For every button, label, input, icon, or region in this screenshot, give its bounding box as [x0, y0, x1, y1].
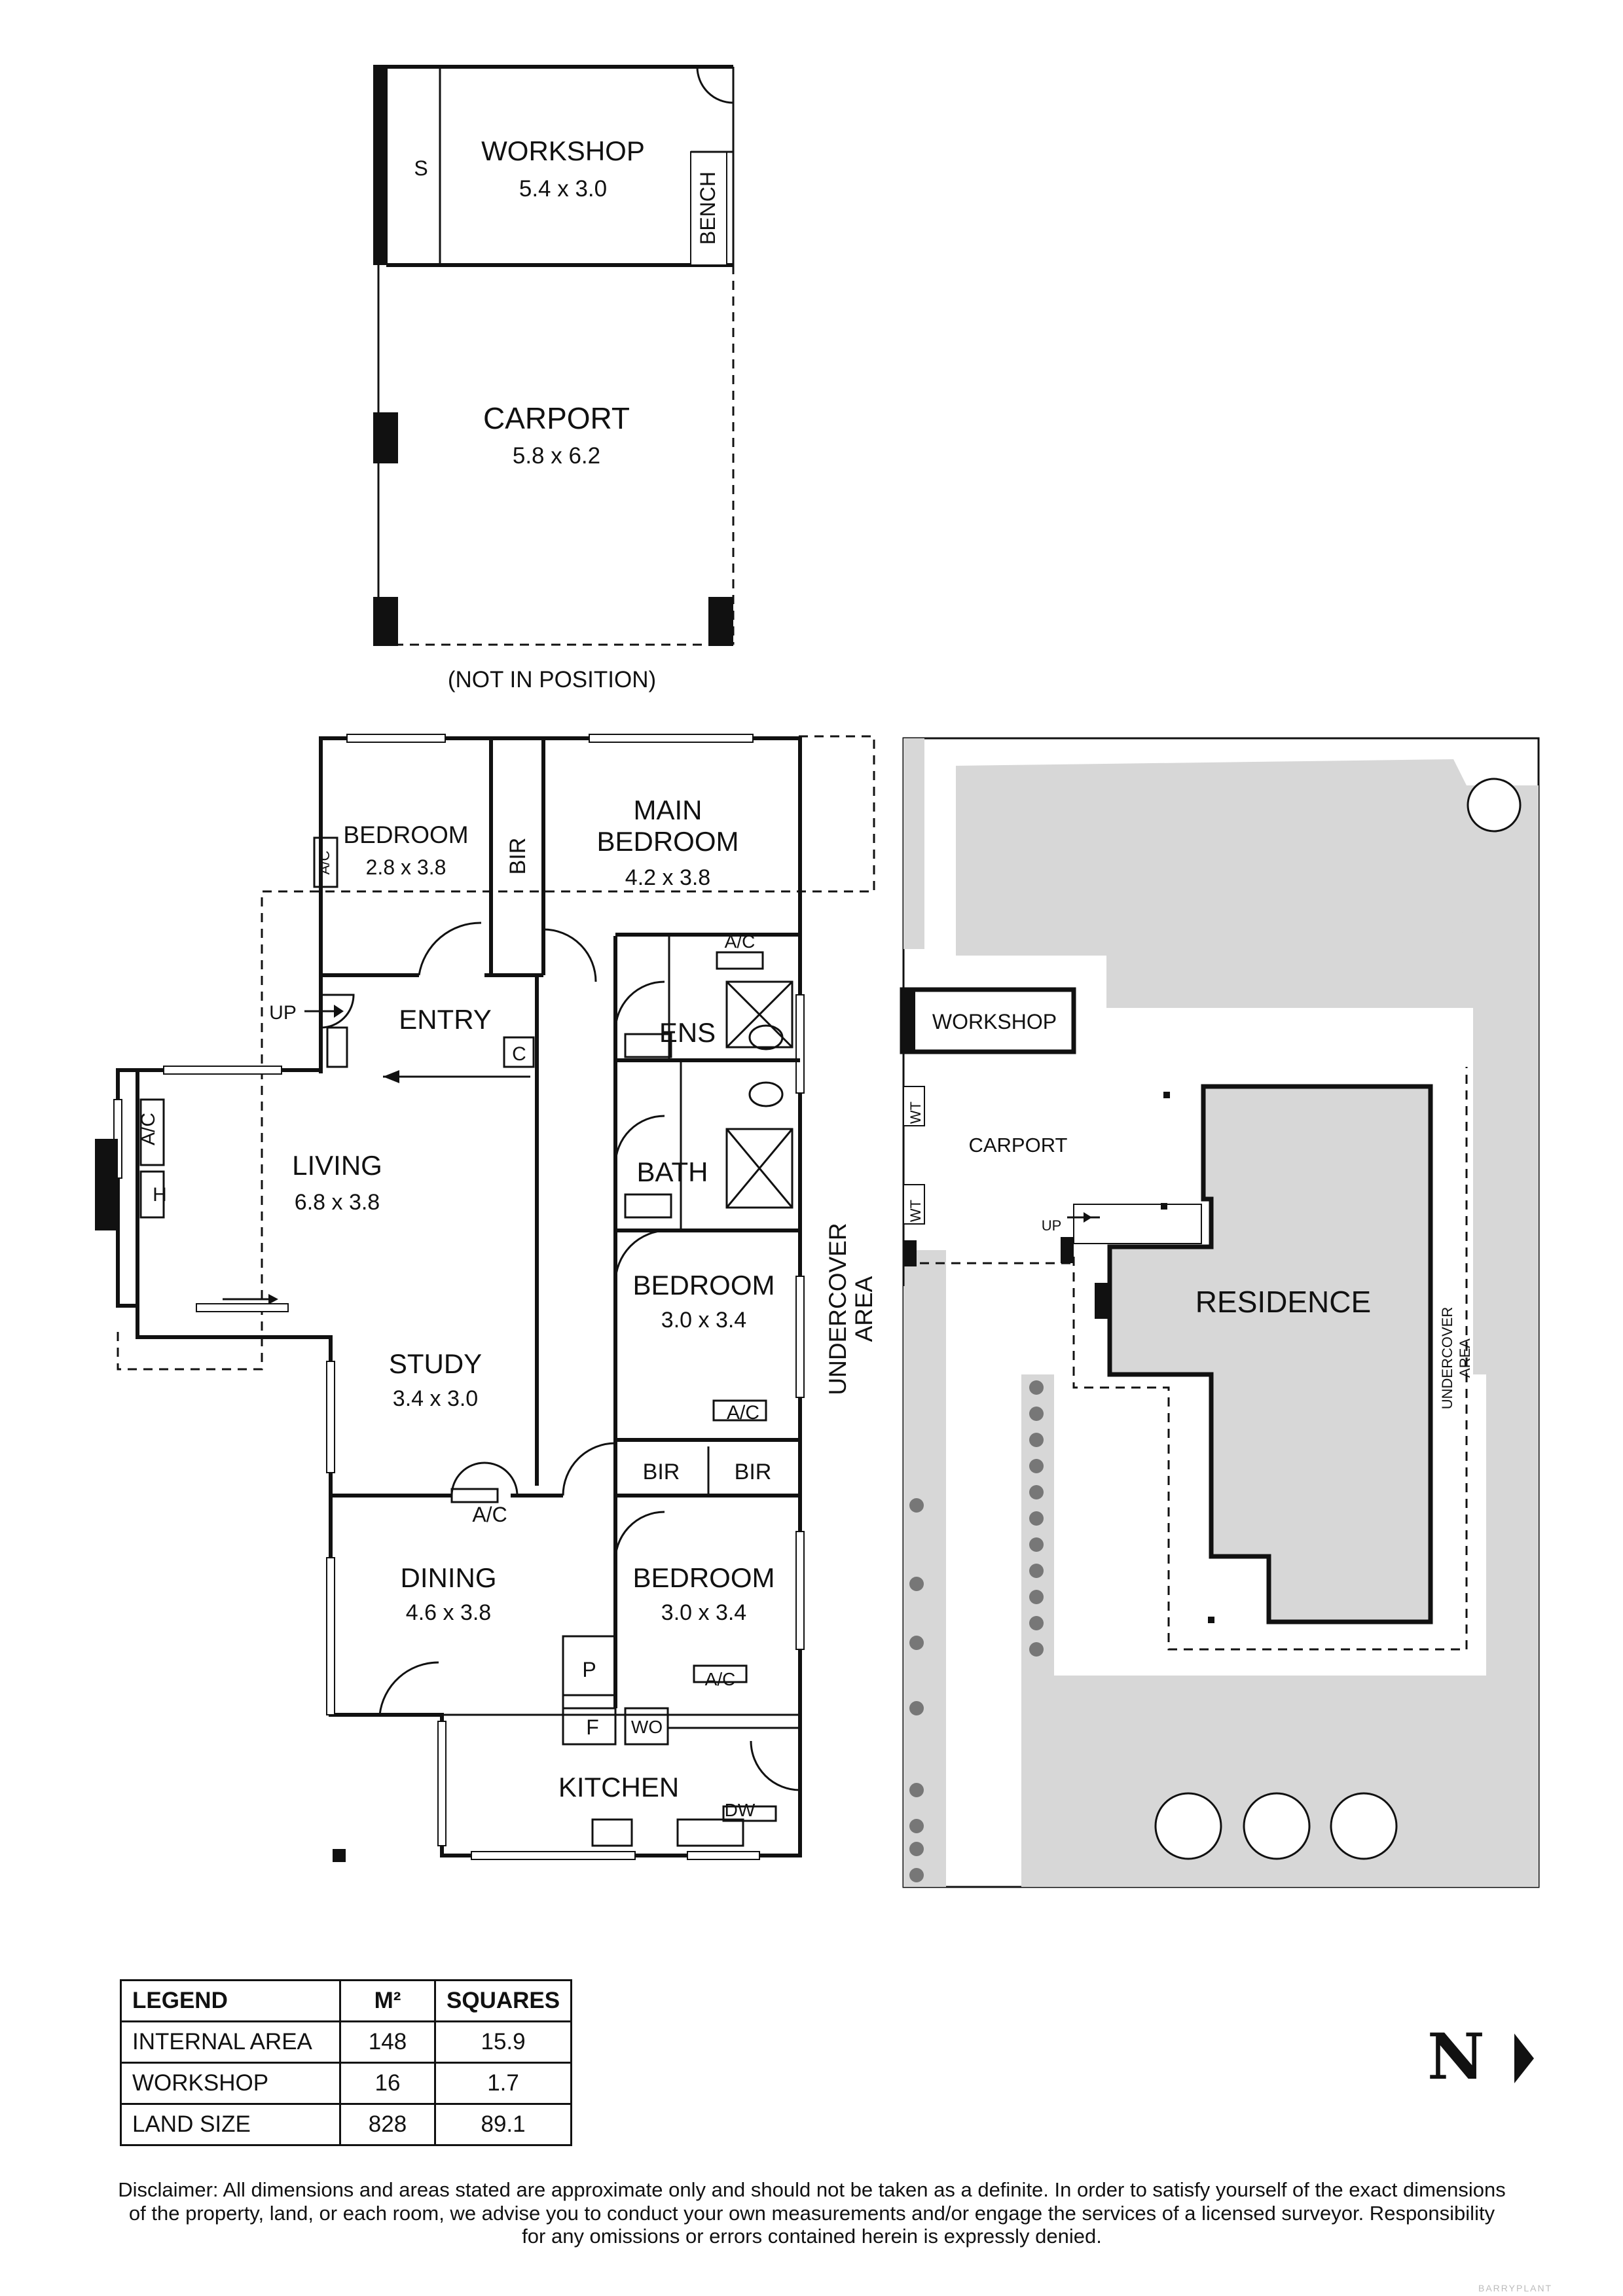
legend-row-squares: 89.1: [433, 2103, 573, 2146]
site-undercover-line2: AREA: [1457, 1338, 1473, 1378]
bedroom-nw-name: BEDROOM: [343, 821, 468, 848]
site-up-label: UP: [1042, 1217, 1062, 1234]
entry-up-label: UP: [269, 1002, 297, 1024]
legend-row-m2: 828: [339, 2103, 436, 2146]
storage-label: S: [414, 156, 428, 180]
legend-row-label: WORKSHOP: [120, 2062, 341, 2105]
wo-label: WO: [631, 1717, 663, 1737]
legend-row-m2: 148: [339, 2020, 436, 2064]
dining-dims: 4.6 x 3.8: [406, 1600, 491, 1625]
ac-living: A/C: [137, 1113, 159, 1145]
main-bedroom-dims: 4.2 x 3.8: [625, 865, 710, 890]
legend-table: LEGEND M² SQUARES INTERNAL AREA 148 15.9…: [120, 1979, 573, 2146]
legend-row-label: INTERNAL AREA: [120, 2020, 341, 2064]
bedroom-nw-dims: 2.8 x 3.8: [366, 855, 447, 879]
legend-row-label: LAND SIZE: [120, 2103, 341, 2146]
site-wt-2: WT: [907, 1200, 924, 1222]
living-dims: 6.8 x 3.8: [295, 1190, 380, 1215]
dining-name: DINING: [401, 1562, 497, 1593]
bir-2-label: BIR: [735, 1460, 772, 1484]
bir-1-label: BIR: [643, 1460, 680, 1484]
site-residence-label: RESIDENCE: [1195, 1285, 1371, 1319]
disclaimer-line: for any omissions or errors contained he…: [522, 2225, 1102, 2248]
dw-label: DW: [725, 1800, 756, 1820]
heater-label: H: [153, 1184, 167, 1206]
carport-name: CARPORT: [483, 401, 630, 435]
cupboard-label: C: [512, 1043, 526, 1065]
disclaimer-line: Disclaimer: All dimensions and areas sta…: [118, 2178, 1506, 2201]
ac-bedroom-mid: A/C: [727, 1402, 759, 1424]
fridge-label: F: [586, 1715, 599, 1739]
bedroom-mid-dims: 3.0 x 3.4: [661, 1308, 746, 1333]
ac-bedroom-nw: A/C: [316, 851, 333, 875]
workshop-name: WORKSHOP: [481, 135, 645, 166]
workshop-dims: 5.4 x 3.0: [519, 176, 607, 202]
legend-row-squares: 1.7: [433, 2062, 573, 2105]
bedroom-mid-name: BEDROOM: [632, 1270, 775, 1300]
not-in-position-note: (NOT IN POSITION): [448, 667, 656, 692]
bir-top-label: BIR: [505, 838, 530, 875]
site-undercover-line1: UNDERCOVER: [1439, 1307, 1455, 1409]
house-walls: [95, 734, 875, 1862]
legend-row-squares: 15.9: [433, 2020, 573, 2064]
legend-row: WORKSHOP 16 1.7: [120, 2062, 573, 2105]
bath-label: BATH: [637, 1157, 708, 1187]
bench-label: BENCH: [696, 171, 720, 245]
site-wt-1: WT: [907, 1102, 924, 1124]
disclaimer: Disclaimer: All dimensions and areas sta…: [65, 2178, 1558, 2248]
study-dims: 3.4 x 3.0: [393, 1386, 478, 1411]
legend-header-label: LEGEND: [120, 1979, 341, 2022]
north-label: N: [1427, 2020, 1485, 2094]
study-name: STUDY: [389, 1348, 482, 1379]
north-arrow-icon: [1514, 2034, 1534, 2083]
site-plan: [900, 737, 1540, 1888]
ac-study: A/C: [472, 1503, 507, 1526]
main-bedroom-line2: BEDROOM: [596, 826, 739, 857]
main-bedroom-line1: MAIN: [634, 795, 702, 825]
ac-bedroom-se: A/C: [705, 1669, 736, 1689]
legend-row-m2: 16: [339, 2062, 436, 2105]
carport-dims: 5.8 x 6.2: [513, 443, 600, 469]
legend-header-m2: M²: [339, 1979, 436, 2022]
bedroom-se-name: BEDROOM: [632, 1562, 775, 1593]
ac-ens: A/C: [725, 931, 756, 952]
watermark: BARRYPLANT: [1478, 2283, 1553, 2293]
undercover-line1: UNDERCOVER: [824, 1223, 851, 1395]
undercover-line2: AREA: [850, 1276, 877, 1342]
bedroom-se-dims: 3.0 x 3.4: [661, 1600, 746, 1625]
legend-header-row: LEGEND M² SQUARES: [120, 1979, 573, 2022]
legend-header-squares: SQUARES: [433, 1979, 573, 2022]
legend-row: LAND SIZE 828 89.1: [120, 2103, 573, 2146]
pantry-label: P: [582, 1658, 596, 1681]
kitchen-label: KITCHEN: [558, 1772, 679, 1803]
site-workshop-label: WORKSHOP: [932, 1010, 1057, 1033]
site-carport-label: CARPORT: [968, 1134, 1067, 1157]
outbuilding: [373, 65, 735, 646]
disclaimer-line: of the property, land, or each room, we …: [128, 2201, 1495, 2225]
legend-row: INTERNAL AREA 148 15.9: [120, 2020, 573, 2064]
living-name: LIVING: [292, 1150, 382, 1181]
entry-label: ENTRY: [399, 1004, 492, 1035]
ens-label: ENS: [659, 1017, 716, 1048]
